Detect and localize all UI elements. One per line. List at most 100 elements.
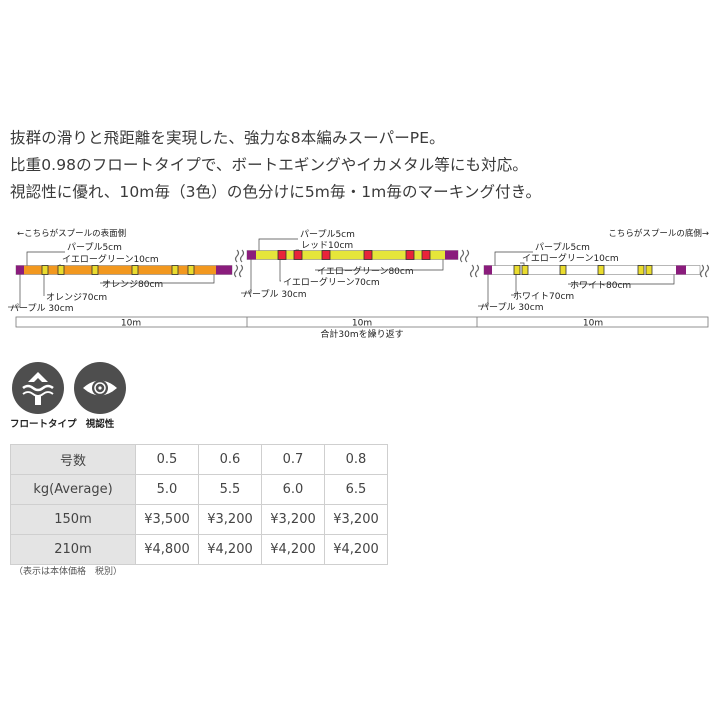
line-break-icon: [238, 264, 244, 278]
table-cell: 0.5: [135, 444, 199, 475]
segment-label-body80: ホワイト80cm: [570, 280, 631, 291]
color-marker: [277, 250, 287, 260]
color-marker: [293, 250, 303, 260]
color-marker: [405, 250, 415, 260]
color-marker: [645, 265, 653, 275]
color-marker: [91, 265, 99, 275]
line-color-diagram: ←こちらがスプールの表面側こちらがスプールの底側→パープル5cmイエローグリーン…: [8, 228, 710, 340]
leader-line: [258, 238, 298, 251]
segment-label-base70: イエローグリーン70cm: [283, 276, 380, 288]
table-cell: 5.0: [135, 474, 199, 505]
segment-label-marker10: イエローグリーン10cm: [522, 252, 619, 264]
table-cell: ¥4,200: [198, 534, 262, 565]
color-marker: [559, 265, 567, 275]
color-marker: [171, 265, 179, 275]
color-marker: [41, 265, 49, 275]
table-row: 210m ¥4,800 ¥4,200 ¥4,200 ¥4,200: [10, 534, 388, 565]
visibility-icon: [74, 362, 126, 414]
line-break-icon: [704, 264, 710, 278]
segment-label-body80: オレンジ80cm: [102, 279, 163, 290]
intro-text: 抜群の滑りと飛距離を実現した、強力な8本編みスーパーPE。 比重0.98のフロー…: [10, 125, 710, 206]
color-marker: [321, 250, 331, 260]
table-cell: 6.0: [261, 474, 325, 505]
table-cell: 0.7: [261, 444, 325, 475]
leader-line: [100, 274, 215, 284]
diagram-right-header: こちらがスプールの底側→: [608, 228, 709, 239]
purple-marker: [247, 250, 256, 260]
segment-label-base70: ホワイト70cm: [513, 291, 574, 302]
line-break-icon: [239, 249, 245, 263]
row-header-150m: 150m: [10, 504, 136, 535]
color-marker: [187, 265, 195, 275]
table-row: kg(Average) 5.0 5.5 6.0 6.5: [10, 474, 388, 505]
row-header-size: 号数: [10, 444, 136, 475]
segment-label-purple30: パープル 30cm: [243, 289, 307, 300]
table-cell: 0.8: [324, 444, 388, 475]
leader-line: [279, 259, 281, 282]
segment-label-body80: イエローグリーン80cm: [317, 265, 414, 277]
intro-line-3: 視認性に優れ、10m毎（3色）の色分けに5m毎・1m毎のマーキング付き。: [10, 183, 542, 201]
color-marker: [421, 250, 431, 260]
segment-label-purple5: パープル5cm: [67, 242, 122, 253]
segment-label-base70: オレンジ70cm: [46, 292, 107, 303]
table-cell: ¥3,200: [198, 504, 262, 535]
float-type-feature: フロートタイプ: [10, 362, 77, 430]
segment-label-purple5: パープル5cm: [300, 229, 355, 240]
segment-length-label: 10m: [583, 319, 603, 329]
line-break-icon: [699, 264, 705, 278]
leader-line: [295, 249, 299, 251]
diagram-left-header: ←こちらがスプールの表面側: [17, 228, 126, 239]
table-cell: ¥4,200: [261, 534, 325, 565]
table-cell: 0.6: [198, 444, 262, 475]
leader-line: [520, 262, 525, 266]
leader-line: [8, 274, 21, 308]
purple-marker: [16, 265, 24, 275]
segment-length-label: 10m: [121, 319, 141, 329]
table-row: 150m ¥3,500 ¥3,200 ¥3,200 ¥3,200: [10, 504, 388, 535]
price-note: （表示は本体価格 税別）: [14, 567, 123, 577]
line-break-icon: [464, 249, 470, 263]
row-header-210m: 210m: [10, 534, 136, 565]
purple-marker: [445, 250, 458, 260]
line-segment-base: [15, 265, 233, 275]
purple-marker: [216, 265, 232, 275]
float-type-caption: フロートタイプ: [10, 419, 77, 430]
table-cell: ¥3,500: [135, 504, 199, 535]
row-header-strength: kg(Average): [10, 474, 136, 505]
float-type-icon: [12, 362, 64, 414]
intro-line-1: 抜群の滑りと飛距離を実現した、強力な8本編みスーパーPE。: [10, 129, 445, 147]
segment-length-label: 10m: [352, 319, 372, 329]
intro-line-2: 比重0.98のフロートタイプで、ボートエギングやイカメタル等にも対応。: [10, 156, 528, 174]
leader-line: [568, 274, 675, 285]
color-marker: [513, 265, 521, 275]
color-marker: [637, 265, 645, 275]
total-length-label: 合計30mを繰り返す: [320, 328, 403, 340]
line-break-icon: [233, 264, 239, 278]
line-break-icon: [459, 249, 465, 263]
leader-line: [494, 251, 533, 266]
segment-label-purple5: パープル5cm: [535, 242, 590, 253]
line-break-icon: [469, 264, 475, 278]
segment-label-purple30: パープル 30cm: [10, 303, 74, 314]
leader-line: [478, 274, 489, 307]
purple-marker: [676, 265, 686, 275]
leader-line: [315, 259, 444, 271]
segment-label-marker10: レッド10cm: [301, 241, 353, 251]
visibility-feature: 視認性: [72, 362, 128, 430]
color-marker: [131, 265, 139, 275]
color-marker: [57, 265, 65, 275]
table-row: 号数 0.5 0.6 0.7 0.8: [10, 444, 388, 475]
leader-line: [241, 259, 252, 294]
length-scale-bar: [15, 316, 709, 328]
table-cell: 6.5: [324, 474, 388, 505]
segment-label-purple30: パープル 30cm: [480, 302, 544, 313]
visibility-caption: 視認性: [85, 419, 115, 430]
segment-label-marker10: イエローグリーン10cm: [62, 253, 159, 265]
purple-marker: [484, 265, 492, 275]
table-cell: ¥4,200: [324, 534, 388, 565]
table-cell: ¥4,800: [135, 534, 199, 565]
line-break-icon: [474, 264, 480, 278]
line-break-icon: [234, 249, 240, 263]
table-cell: ¥3,200: [324, 504, 388, 535]
color-marker: [597, 265, 605, 275]
